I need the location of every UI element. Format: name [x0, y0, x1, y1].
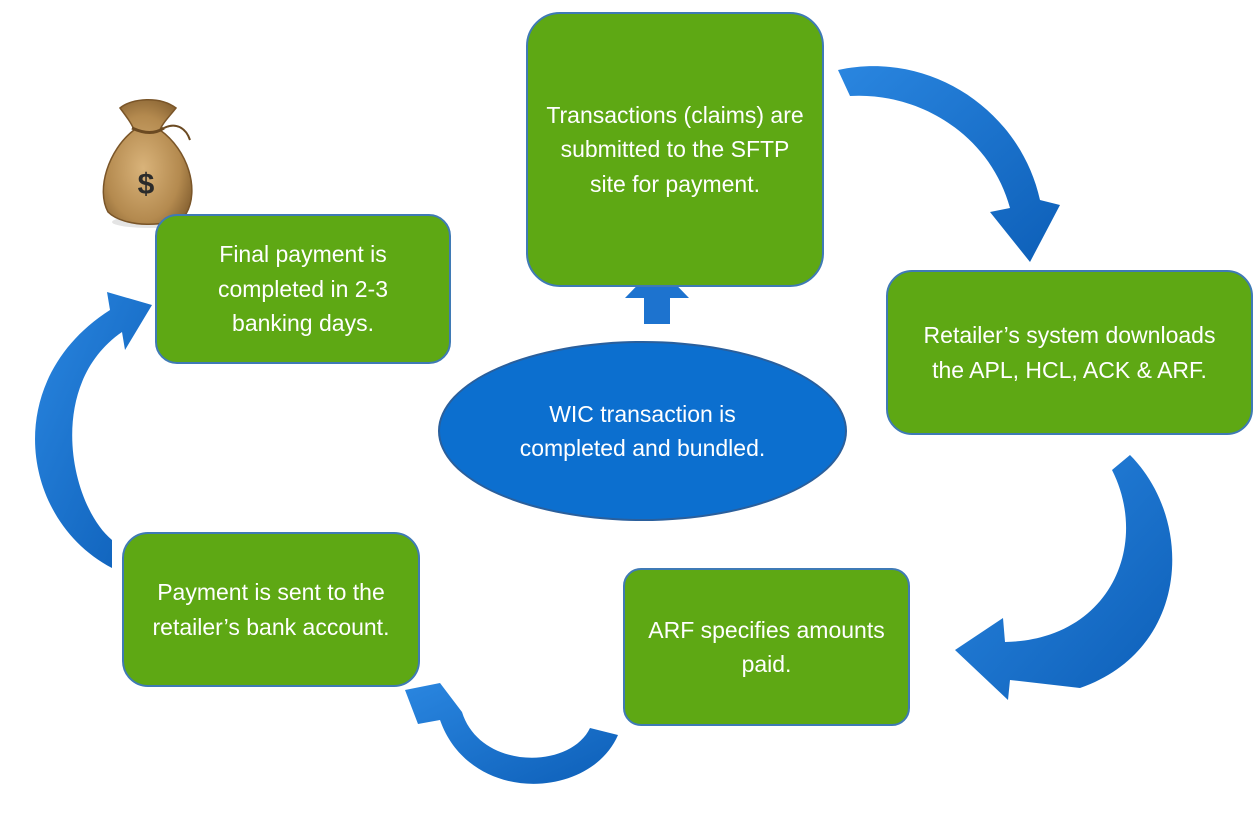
- curved-arrow-icon: [838, 66, 1060, 263]
- step-transactions-submitted: Transactions (claims) are submitted to t…: [526, 12, 824, 287]
- up-arrow-icon: [625, 265, 689, 324]
- center-wic-label: WIC transaction is completed and bundled…: [519, 400, 766, 462]
- step-payment-sent-label: Payment is sent to the retailer’s bank a…: [152, 579, 390, 640]
- step-retailer-label: Retailer’s system downloads the APL, HCL…: [923, 322, 1216, 383]
- step-retailer-downloads: Retailer’s system downloads the APL, HCL…: [886, 270, 1253, 435]
- curved-arrow-icon: [955, 455, 1173, 700]
- center-wic-transaction: WIC transaction is completed and bundled…: [438, 341, 847, 521]
- step-transactions-label: Transactions (claims) are submitted to t…: [546, 101, 804, 197]
- curved-arrow-icon: [405, 683, 618, 784]
- curved-arrow-icon: [35, 292, 152, 568]
- step-final-payment-label: Final payment is completed in 2-3 bankin…: [217, 241, 389, 337]
- step-arf-label: ARF specifies amounts paid.: [648, 616, 885, 678]
- money-bag-icon: $: [102, 99, 193, 228]
- step-final-payment: Final payment is completed in 2-3 bankin…: [155, 214, 451, 364]
- step-payment-sent: Payment is sent to the retailer’s bank a…: [122, 532, 420, 687]
- step-arf-amounts: ARF specifies amounts paid.: [623, 568, 910, 726]
- money-bag-symbol: $: [138, 168, 155, 201]
